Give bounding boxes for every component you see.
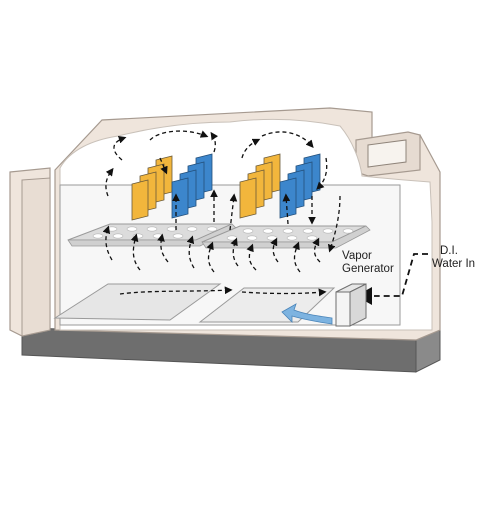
vapor-flow-arrow bbox=[281, 303, 333, 325]
vapor-generator-label: Vapor Generator bbox=[342, 250, 394, 276]
test-panels-left bbox=[131, 153, 213, 221]
cabinet-left-panel-front bbox=[21, 177, 51, 337]
circulation-arrows bbox=[102, 130, 341, 297]
rack-holes bbox=[92, 226, 354, 241]
di-water-label-line2: Water In bbox=[432, 258, 476, 270]
console-screen bbox=[367, 139, 407, 168]
vapor-generator-label-line1: Vapor bbox=[342, 250, 372, 262]
di-water-label: D.I. Water In bbox=[432, 245, 475, 271]
di-water-label-line1: D.I. bbox=[440, 245, 458, 257]
vapor-generator bbox=[335, 283, 367, 327]
reservoir-left bbox=[53, 283, 222, 321]
water-inlet-line bbox=[374, 253, 428, 297]
vapor-generator-label-line2: Generator bbox=[342, 263, 394, 275]
